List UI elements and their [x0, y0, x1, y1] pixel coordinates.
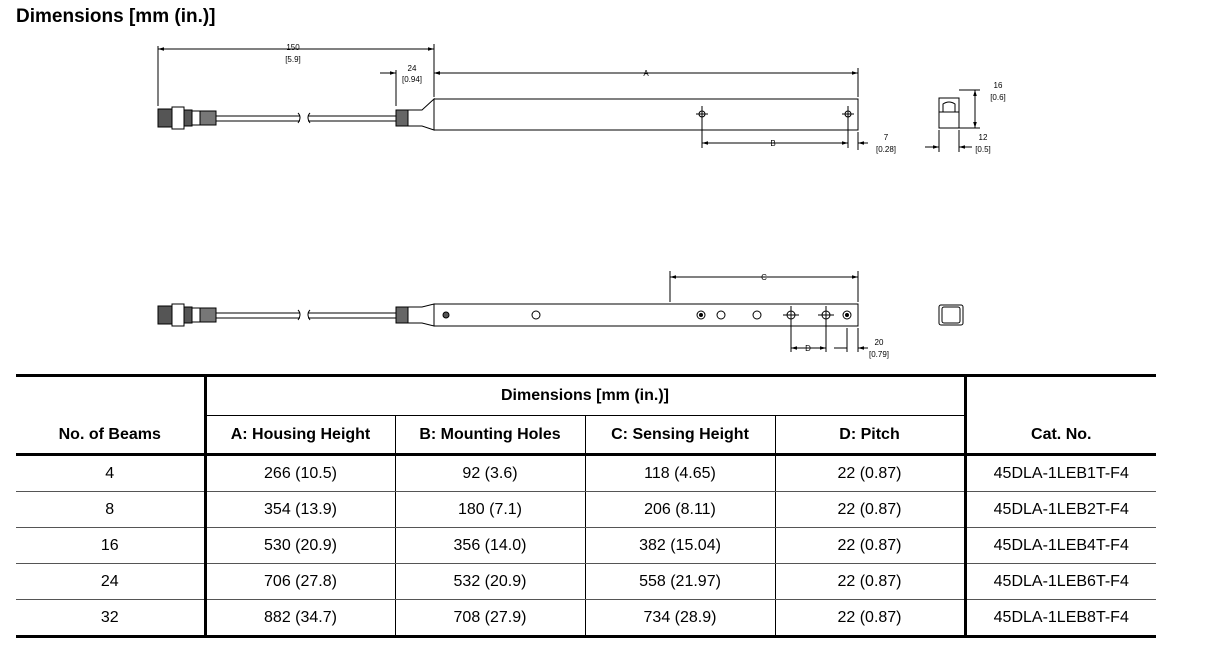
cell-b: 356 (14.0) — [395, 527, 586, 564]
dim-20-label: 20 — [875, 338, 884, 347]
cell-cat-no: 45DLA-1LEB1T-F4 — [965, 454, 1156, 492]
cell-cat-no: 45DLA-1LEB2T-F4 — [965, 491, 1156, 528]
top-view — [157, 44, 980, 152]
group-header-dimensions: Dimensions [mm (in.)] — [203, 375, 967, 416]
housing-front — [433, 303, 859, 327]
cell-b: 532 (20.9) — [395, 563, 586, 600]
col-header-b: B: Mounting Holes — [394, 415, 585, 456]
end-view-front — [938, 304, 964, 326]
front-view — [157, 271, 964, 352]
cell-a: 882 (34.7) — [205, 599, 396, 638]
cell-b: 708 (27.9) — [395, 599, 586, 638]
cell-beams: 32 — [16, 599, 207, 638]
top-view-labels: 150 [5.9] 24 [0.94] A B 7 [0.28] 16 [0.6… — [285, 43, 1006, 154]
dim-150-label: 150 — [286, 43, 300, 52]
table-row: 4 266 (10.5) 92 (3.6) 118 (4.65) 22 (0.8… — [16, 454, 1156, 492]
connector-front — [157, 303, 435, 327]
dim-16-in-label: [0.6] — [990, 93, 1006, 102]
cell-a: 530 (20.9) — [205, 527, 396, 564]
cell-b: 92 (3.6) — [395, 454, 586, 492]
table-row: 24 706 (27.8) 532 (20.9) 558 (21.97) 22 … — [16, 563, 1156, 600]
cell-beams: 8 — [16, 491, 207, 528]
cell-d: 22 (0.87) — [775, 599, 967, 638]
front-view-labels: C D 20 [0.79] — [761, 273, 889, 359]
col-header-cat-no: Cat. No. — [965, 375, 1156, 456]
cell-a: 706 (27.8) — [205, 563, 396, 600]
cell-d: 22 (0.87) — [775, 454, 967, 492]
dim-12-in-label: [0.5] — [975, 145, 991, 154]
cell-cat-no: 45DLA-1LEB4T-F4 — [965, 527, 1156, 564]
col-header-a: A: Housing Height — [203, 415, 395, 456]
col-header-d: D: Pitch — [774, 415, 967, 456]
dimensions-table: No. of Beams Dimensions [mm (in.)] Cat. … — [16, 374, 1156, 638]
dimension-drawing: 150 [5.9] 24 [0.94] A B 7 [0.28] 16 [0.6… — [157, 43, 1006, 359]
cell-c: 734 (28.9) — [585, 599, 776, 638]
dim-24-label: 24 — [408, 64, 417, 73]
dim-150-in-label: [5.9] — [285, 55, 301, 64]
dim-16-label: 16 — [994, 81, 1003, 90]
dim-24-in-label: [0.94] — [402, 75, 422, 84]
dim-a-label: A — [643, 69, 649, 78]
table-row: 8 354 (13.9) 180 (7.1) 206 (8.11) 22 (0.… — [16, 491, 1156, 528]
cell-cat-no: 45DLA-1LEB6T-F4 — [965, 563, 1156, 600]
cell-a: 354 (13.9) — [205, 491, 396, 528]
dim-d-label: D — [805, 344, 811, 353]
connector-top — [157, 97, 435, 131]
table-row: 32 882 (34.7) 708 (27.9) 734 (28.9) 22 (… — [16, 599, 1156, 638]
col-header-c: C: Sensing Height — [584, 415, 775, 456]
dim-b-label: B — [770, 139, 775, 148]
dim-20-in-label: [0.79] — [869, 350, 889, 359]
housing-top — [433, 98, 859, 131]
cell-d: 22 (0.87) — [775, 527, 967, 564]
cell-d: 22 (0.87) — [775, 563, 967, 600]
dim-c-label: C — [761, 273, 767, 282]
cell-a: 266 (10.5) — [205, 454, 396, 492]
end-view-profile — [925, 89, 980, 152]
col-header-beams: No. of Beams — [16, 375, 205, 456]
cell-b: 180 (7.1) — [395, 491, 586, 528]
cell-beams: 4 — [16, 454, 207, 492]
cell-cat-no: 45DLA-1LEB8T-F4 — [965, 599, 1156, 638]
table-row: 16 530 (20.9) 356 (14.0) 382 (15.04) 22 … — [16, 527, 1156, 564]
cell-beams: 16 — [16, 527, 207, 564]
dim-7-label: 7 — [884, 133, 889, 142]
cell-c: 382 (15.04) — [585, 527, 776, 564]
cell-beams: 24 — [16, 563, 207, 600]
cell-c: 206 (8.11) — [585, 491, 776, 528]
page-title: Dimensions [mm (in.)] — [16, 6, 216, 27]
cell-c: 558 (21.97) — [585, 563, 776, 600]
cell-c: 118 (4.65) — [585, 454, 776, 492]
dim-12-label: 12 — [979, 133, 988, 142]
cell-d: 22 (0.87) — [775, 491, 967, 528]
dim-7-in-label: [0.28] — [876, 145, 896, 154]
